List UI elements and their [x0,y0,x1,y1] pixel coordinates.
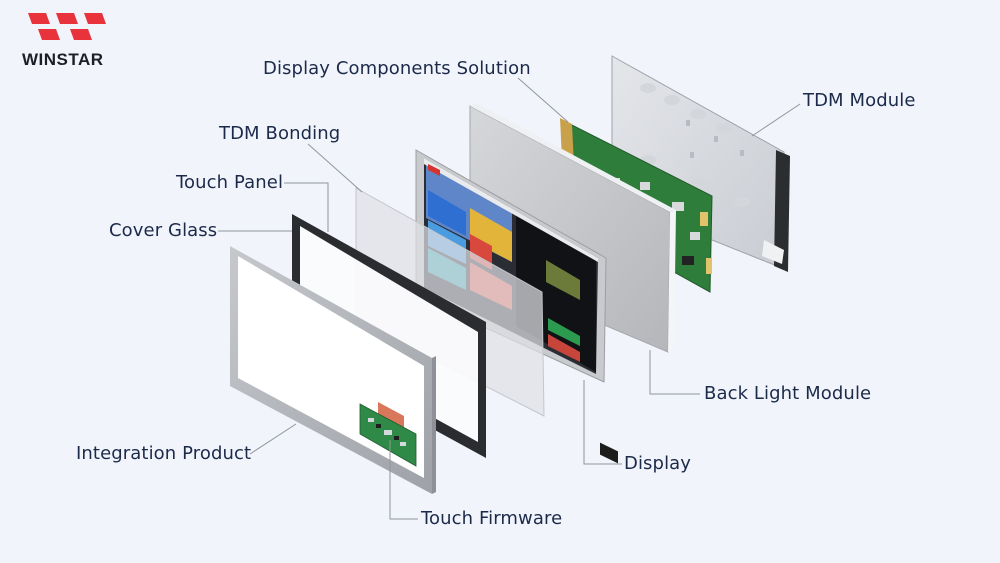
leader-display [583,380,622,465]
leader-back-light [649,350,700,395]
back-light-layer [469,103,676,353]
leader-tdm-bonding [307,143,363,193]
leader-integration [249,423,297,455]
leader-touch-firmware [389,440,418,520]
label-display-components: Display Components Solution [263,58,531,79]
leader-lines [218,77,801,520]
label-back-light-module: Back Light Module [704,383,872,404]
label-cover-glass: Cover Glass [109,220,218,241]
label-touch-firmware: Touch Firmware [421,508,563,529]
integration-product-layer [230,246,436,494]
leader-touch-panel [284,182,329,232]
label-tdm-bonding: TDM Bonding [219,123,341,144]
label-integration-product: Integration Product [76,443,252,464]
label-display: Display [624,453,692,474]
winstar-logo-icon [28,13,106,40]
leader-tdm-module [751,103,801,137]
brand-name: WINSTAR [22,50,104,69]
label-tdm-module: TDM Module [803,90,916,111]
label-touch-panel: Touch Panel [176,172,284,193]
leader-display-components [517,77,569,123]
